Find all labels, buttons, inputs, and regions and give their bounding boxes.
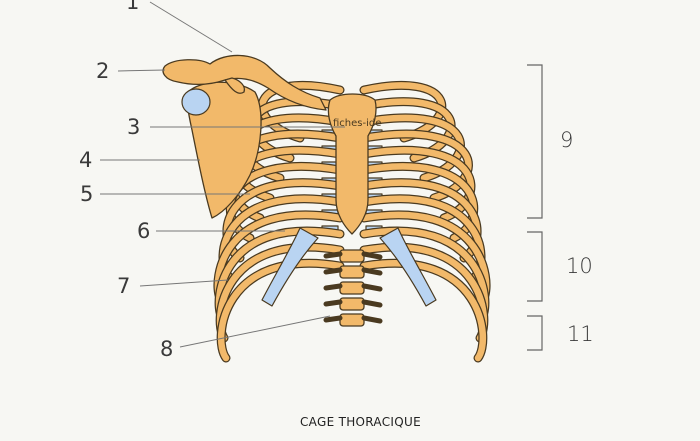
spine [323, 249, 383, 327]
leader-lines [100, 1, 345, 348]
group-label-10: 10 [566, 254, 593, 278]
sternum [327, 93, 377, 235]
number-labels: 1 2 3 4 5 6 7 8 [79, 0, 173, 361]
label-6: 6 [137, 219, 150, 243]
label-4: 4 [79, 148, 92, 172]
rib [217, 260, 344, 362]
vertebra [339, 313, 365, 327]
vertebra-process [323, 267, 383, 276]
vertebra-process [323, 299, 383, 308]
rib [360, 163, 477, 242]
vertebra [339, 281, 365, 295]
label-3: 3 [127, 115, 140, 139]
vertebra [339, 249, 365, 263]
diagram-caption: CAGE THORACIQUE [300, 415, 421, 429]
vertebra-process [323, 251, 383, 260]
label-5: 5 [80, 182, 93, 206]
group-label-11: 11 [567, 322, 594, 346]
label-8: 8 [160, 337, 173, 361]
group-brackets: 9 10 11 [527, 64, 594, 351]
clavicle [162, 54, 327, 111]
rib [259, 82, 344, 142]
watermark-text: fiches-ide [333, 118, 381, 129]
group-label-9: 9 [560, 128, 573, 152]
vertebra-process [323, 315, 383, 324]
costal-cartilage [261, 227, 437, 307]
ribs [213, 80, 491, 363]
label-7: 7 [117, 274, 130, 298]
scapula [181, 81, 262, 219]
rib [360, 147, 475, 222]
vertebra-process [323, 283, 383, 292]
vertebra [339, 265, 365, 279]
vertebra [339, 297, 365, 311]
label-1: 1 [126, 0, 139, 14]
label-2: 2 [96, 59, 109, 83]
rib [360, 82, 445, 142]
